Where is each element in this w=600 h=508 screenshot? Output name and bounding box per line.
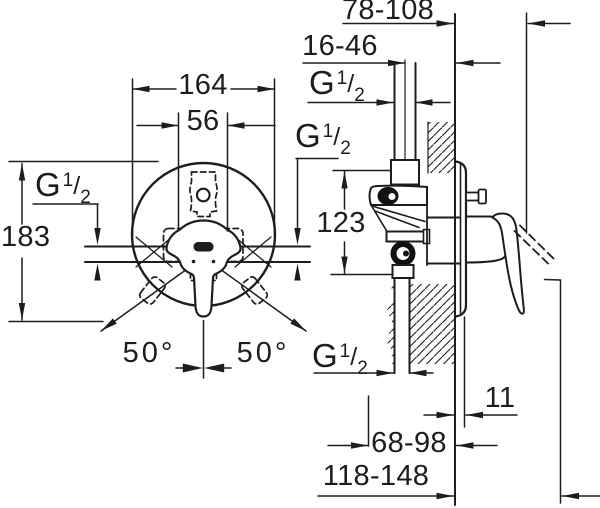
- angle-arrow-left: [182, 363, 203, 373]
- swivel-arrowhead-right: [290, 318, 306, 331]
- front-view: [8, 78, 339, 379]
- wall-hatch-upper: [428, 122, 455, 173]
- thread-leader-left: [32, 203, 101, 281]
- handle-screw-right: [211, 259, 216, 264]
- dim-overall-height: 183: [1, 221, 51, 253]
- dim-escutcheon-clearance: 11: [484, 382, 516, 414]
- thread-dimension-riser: [307, 99, 451, 106]
- dimension-118-148: [317, 492, 600, 500]
- dimension-56: [136, 112, 276, 232]
- dim-body-depth: 68-98: [371, 427, 447, 459]
- dim-escutcheon-width: 164: [178, 69, 228, 101]
- hidden-top-port-outline: [189, 171, 218, 218]
- valve-body: [368, 184, 461, 279]
- dimension-183: [8, 160, 159, 323]
- hidden-port-rotated-left: [138, 276, 167, 305]
- dim-inner-width: 56: [186, 105, 220, 137]
- handle-screw-left: [191, 259, 196, 264]
- top-port-hole: [195, 187, 211, 203]
- lever-handle-side: [491, 212, 525, 315]
- dimension-68-98: [327, 442, 498, 449]
- dim-swivel-angle-right: 50°: [236, 337, 290, 369]
- lever-open-position-dashed: [513, 224, 555, 265]
- dimension-11: [423, 411, 518, 419]
- side-port-opening: [377, 187, 399, 205]
- dim-installation-depth: 78-108: [341, 0, 435, 26]
- thread-dimension-outlet: [313, 369, 434, 377]
- dimension-78-108: [342, 20, 571, 27]
- rotation-construction-lines: [135, 236, 272, 268]
- thread-leader-right: [294, 157, 339, 281]
- riser-connection-boss: [390, 159, 420, 186]
- bottom-connection-stub: [391, 264, 415, 279]
- hidden-port-rotated-right: [240, 276, 269, 305]
- dim-pipe-depth: 16-46: [302, 30, 378, 62]
- fixing-screw: [465, 188, 487, 205]
- dimension-16-46: [302, 59, 501, 67]
- dimension-164: [131, 78, 276, 237]
- side-view: [302, 12, 600, 506]
- swivel-arrowhead-left: [101, 318, 117, 331]
- dim-lever-depth: 118-148: [322, 460, 430, 492]
- dim-port-distance: 123: [316, 207, 366, 239]
- angle-arrow-right: [204, 363, 225, 373]
- dimension-123: [330, 169, 394, 276]
- lever-handle-front: [165, 219, 242, 318]
- handle-logo-slot: [193, 242, 214, 252]
- dim-swivel-angle-left: 50°: [122, 337, 176, 369]
